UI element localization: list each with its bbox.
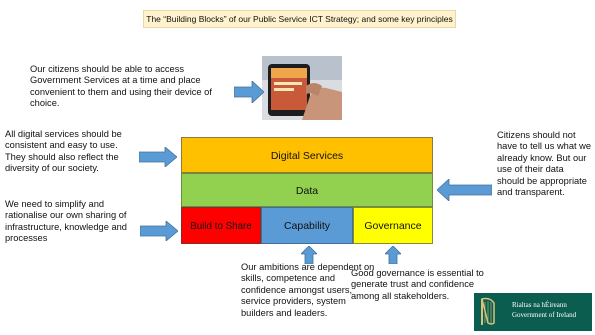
logo-english-text: Government of Ireland [512, 311, 577, 319]
capability-block: Capability [261, 207, 353, 244]
citizens-data-note: Citizens should not have to tell us what… [497, 130, 592, 198]
smartphone-hand-icon [262, 56, 342, 120]
governance-note: Good governance is essential to generate… [351, 268, 484, 301]
digital-services-block: Digital Services [181, 137, 433, 173]
governance-block: Governance [353, 207, 433, 244]
arrow-right-icon [140, 221, 178, 241]
citizens-access-note: Our citizens should be able to access Go… [30, 64, 212, 109]
arrow-right-icon [139, 147, 177, 167]
arrow-up-icon [301, 246, 317, 264]
build-to-share-block: Build to Share [181, 207, 261, 244]
arrow-right-icon [234, 81, 264, 103]
digital-consistent-note: All digital services should be consisten… [5, 129, 122, 174]
ambitions-note: Our ambitions are dependent on skills, c… [241, 262, 375, 318]
arrow-up-icon [385, 246, 401, 264]
arrow-left-icon [437, 179, 492, 201]
slide-title: The “Building Blocks” of our Public Serv… [143, 10, 456, 28]
data-block: Data [181, 173, 433, 207]
harp-icon [481, 297, 495, 325]
simplify-sharing-note: We need to simplify and rationalise our … [5, 199, 127, 244]
logo-irish-text: Rialtas na hÉireann [512, 301, 567, 309]
